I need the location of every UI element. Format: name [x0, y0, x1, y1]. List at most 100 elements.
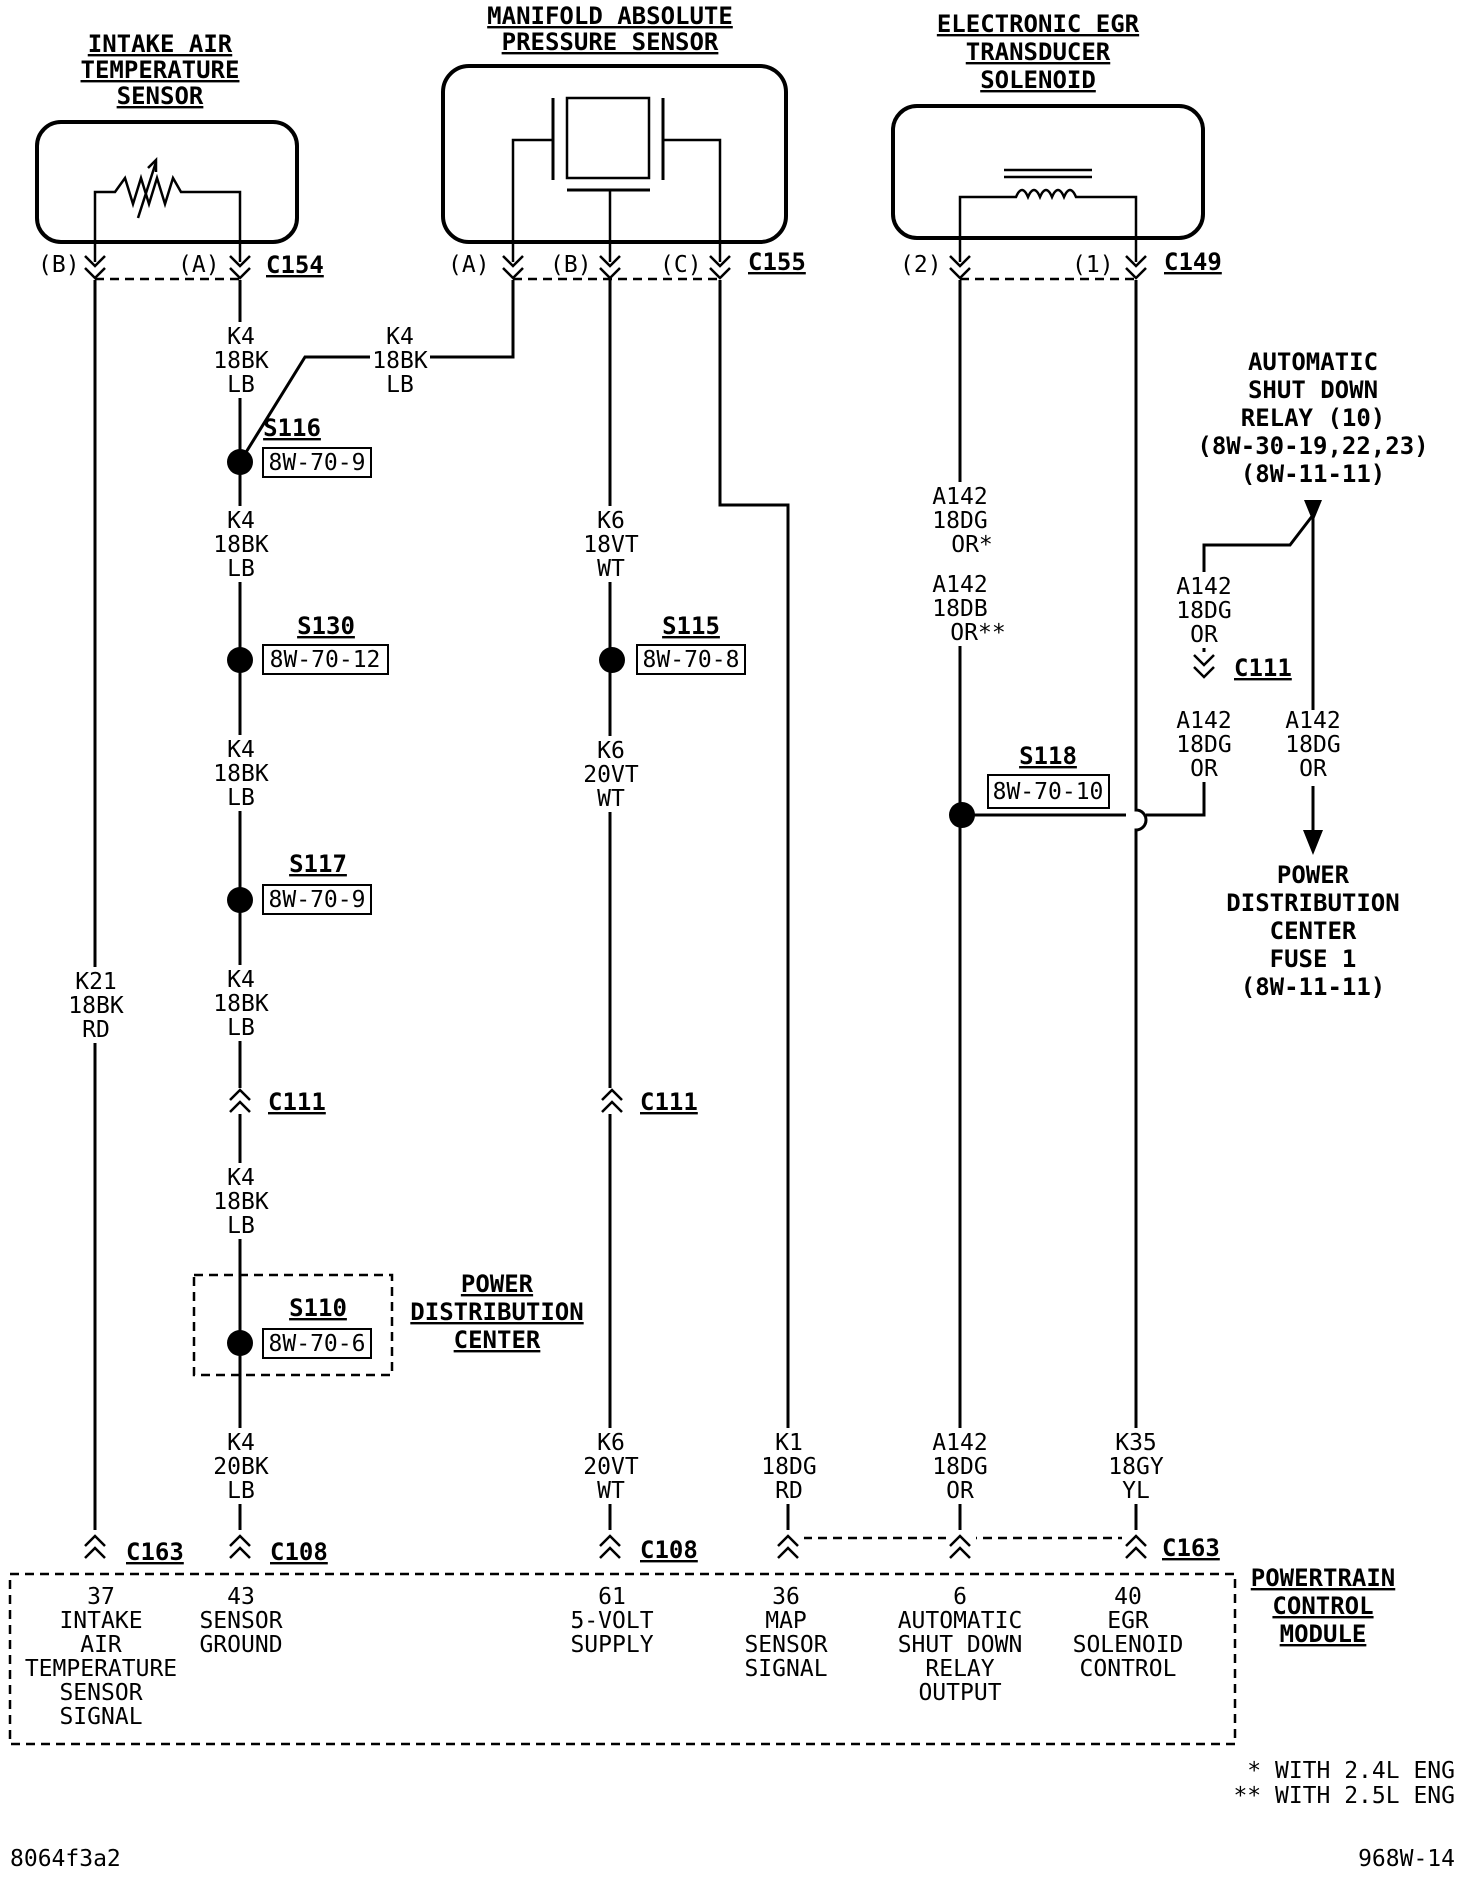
splice-s115: S115 8W-70-8	[599, 612, 746, 675]
svg-text:(C): (C)	[660, 252, 702, 278]
svg-text:LB: LB	[227, 556, 255, 582]
svg-text:CONTROL: CONTROL	[1272, 1592, 1373, 1620]
pdc-arrow-icon	[1303, 830, 1323, 855]
svg-text:43: 43	[227, 1584, 255, 1610]
svg-text:C111: C111	[268, 1088, 326, 1116]
svg-text:** WITH 2.5L ENG: ** WITH 2.5L ENG	[1233, 1783, 1455, 1809]
wire-label-k1: K1 18DG RD	[761, 1430, 816, 1504]
svg-text:SOLENOID: SOLENOID	[980, 66, 1096, 94]
svg-text:MODULE: MODULE	[1280, 1620, 1367, 1648]
wire-label-k6-20vt-mid: K6 20VT WT	[583, 738, 639, 812]
svg-text:* WITH 2.4L ENG: * WITH 2.4L ENG	[1247, 1758, 1455, 1784]
svg-text:S116: S116	[263, 414, 321, 442]
svg-text:SENSOR: SENSOR	[59, 1680, 142, 1706]
svg-text:POWER: POWER	[1277, 861, 1350, 889]
pcm-pin-37: 37 INTAKE AIR TEMPERATURE SENSOR SIGNAL	[25, 1584, 177, 1730]
svg-text:S117: S117	[289, 850, 347, 878]
svg-text:18GY: 18GY	[1108, 1454, 1164, 1480]
connector-c111-a142: C111	[1190, 652, 1292, 682]
footer-left-code: 8064f3a2	[10, 1846, 121, 1872]
svg-text:A142: A142	[1176, 574, 1231, 600]
relay-arrow-icon	[1304, 500, 1322, 522]
svg-text:18BK: 18BK	[68, 993, 124, 1019]
svg-text:K4: K4	[386, 324, 414, 350]
svg-text:(B): (B)	[550, 252, 592, 278]
map-sensor-title: MANIFOLD ABSOLUTE PRESSURE SENSOR	[487, 2, 733, 56]
svg-text:K6: K6	[597, 1430, 625, 1456]
svg-text:OUTPUT: OUTPUT	[918, 1680, 1001, 1706]
svg-text:C108: C108	[270, 1538, 328, 1566]
svg-text:AIR: AIR	[80, 1632, 122, 1658]
svg-text:18DG: 18DG	[1176, 598, 1231, 624]
svg-text:MANIFOLD ABSOLUTE: MANIFOLD ABSOLUTE	[487, 2, 733, 30]
svg-text:(8W-30-19,22,23): (8W-30-19,22,23)	[1197, 432, 1428, 460]
svg-text:ELECTRONIC EGR: ELECTRONIC EGR	[937, 10, 1140, 38]
svg-text:(2): (2)	[900, 252, 942, 278]
svg-text:C154: C154	[266, 251, 324, 279]
splice-s118: S118 8W-70-10	[949, 742, 1110, 828]
svg-text:SIGNAL: SIGNAL	[744, 1656, 827, 1682]
pcm-pin-6: 6 AUTOMATIC SHUT DOWN RELAY OUTPUT	[898, 1584, 1023, 1706]
wire-label-k4-c111: K4 18BK LB	[213, 1165, 269, 1239]
svg-text:K35: K35	[1115, 1430, 1157, 1456]
asd-relay-label: AUTOMATIC SHUT DOWN RELAY (10) (8W-30-19…	[1197, 348, 1428, 488]
svg-text:8W-70-10: 8W-70-10	[993, 779, 1104, 805]
connector-c111-k4: C111	[226, 1088, 326, 1116]
wire-label-k6-18vt: K6 18VT WT	[583, 508, 639, 582]
svg-text:INTAKE AIR: INTAKE AIR	[88, 30, 233, 58]
svg-text:(A): (A)	[448, 252, 490, 278]
svg-text:A142: A142	[932, 1430, 987, 1456]
svg-text:20VT: 20VT	[583, 762, 639, 788]
svg-text:K6: K6	[597, 738, 625, 764]
svg-text:18BK: 18BK	[372, 348, 428, 374]
splice-s117: S117 8W-70-9	[227, 850, 372, 915]
svg-text:LB: LB	[227, 1478, 255, 1504]
svg-text:K4: K4	[227, 508, 255, 534]
svg-text:S118: S118	[1019, 742, 1077, 770]
svg-text:OR: OR	[1299, 756, 1327, 782]
svg-text:K4: K4	[227, 967, 255, 993]
pdc-box-s110: S110 8W-70-6 POWER DISTRIBUTION CENTER	[192, 1270, 584, 1377]
wire-label-a142-pdc: A142 18DG OR	[1285, 708, 1340, 782]
pcm-pin-40: 40 EGR SOLENOID CONTROL	[1073, 1584, 1184, 1682]
svg-text:K6: K6	[597, 508, 625, 534]
svg-text:K4: K4	[227, 324, 255, 350]
svg-text:AUTOMATIC: AUTOMATIC	[898, 1608, 1023, 1634]
wire-label-k4-s117: K4 18BK LB	[213, 967, 269, 1041]
svg-text:TEMPERATURE: TEMPERATURE	[25, 1656, 177, 1682]
iat-sensor	[35, 120, 299, 262]
egr-solenoid-title: ELECTRONIC EGR TRANSDUCER SOLENOID	[937, 10, 1140, 94]
svg-text:A142: A142	[1285, 708, 1340, 734]
svg-text:(B): (B)	[38, 252, 80, 278]
svg-text:18BK: 18BK	[213, 991, 269, 1017]
wire-k4-map-branch	[427, 280, 515, 359]
pcm-pin-43: 43 SENSOR GROUND	[199, 1584, 282, 1658]
pcm-pin-61: 61 5-VOLT SUPPLY	[570, 1584, 653, 1658]
svg-text:S115: S115	[662, 612, 720, 640]
svg-text:6: 6	[953, 1584, 967, 1610]
svg-text:(8W-11-11): (8W-11-11)	[1241, 973, 1386, 1001]
svg-text:DISTRIBUTION: DISTRIBUTION	[410, 1298, 583, 1326]
svg-text:LB: LB	[386, 372, 414, 398]
svg-text:PRESSURE SENSOR: PRESSURE SENSOR	[502, 28, 719, 56]
svg-text:20VT: 20VT	[583, 1454, 639, 1480]
svg-text:8W-70-8: 8W-70-8	[643, 647, 740, 673]
svg-text:LB: LB	[227, 1015, 255, 1041]
svg-text:20BK: 20BK	[213, 1454, 269, 1480]
svg-text:(A): (A)	[178, 252, 220, 278]
svg-text:S130: S130	[297, 612, 355, 640]
svg-text:OR**: OR**	[950, 620, 1005, 646]
wire-label-k4-top: K4 18BK LB	[213, 324, 269, 398]
svg-text:RELAY (10): RELAY (10)	[1241, 404, 1386, 432]
wire-label-k4-s130: K4 18BK LB	[213, 737, 269, 811]
svg-text:K1: K1	[775, 1430, 803, 1456]
svg-text:TRANSDUCER: TRANSDUCER	[966, 38, 1111, 66]
pcm-box	[8, 1572, 1237, 1746]
wire-label-k21: K21 18BK RD	[68, 969, 124, 1043]
pdc-fuse-label: POWER DISTRIBUTION CENTER FUSE 1 (8W-11-…	[1226, 861, 1399, 1001]
svg-text:CENTER: CENTER	[1270, 917, 1357, 945]
wire-label-k35: K35 18GY YL	[1108, 1430, 1164, 1504]
svg-text:FUSE 1: FUSE 1	[1270, 945, 1357, 973]
svg-text:C163: C163	[126, 1538, 184, 1566]
